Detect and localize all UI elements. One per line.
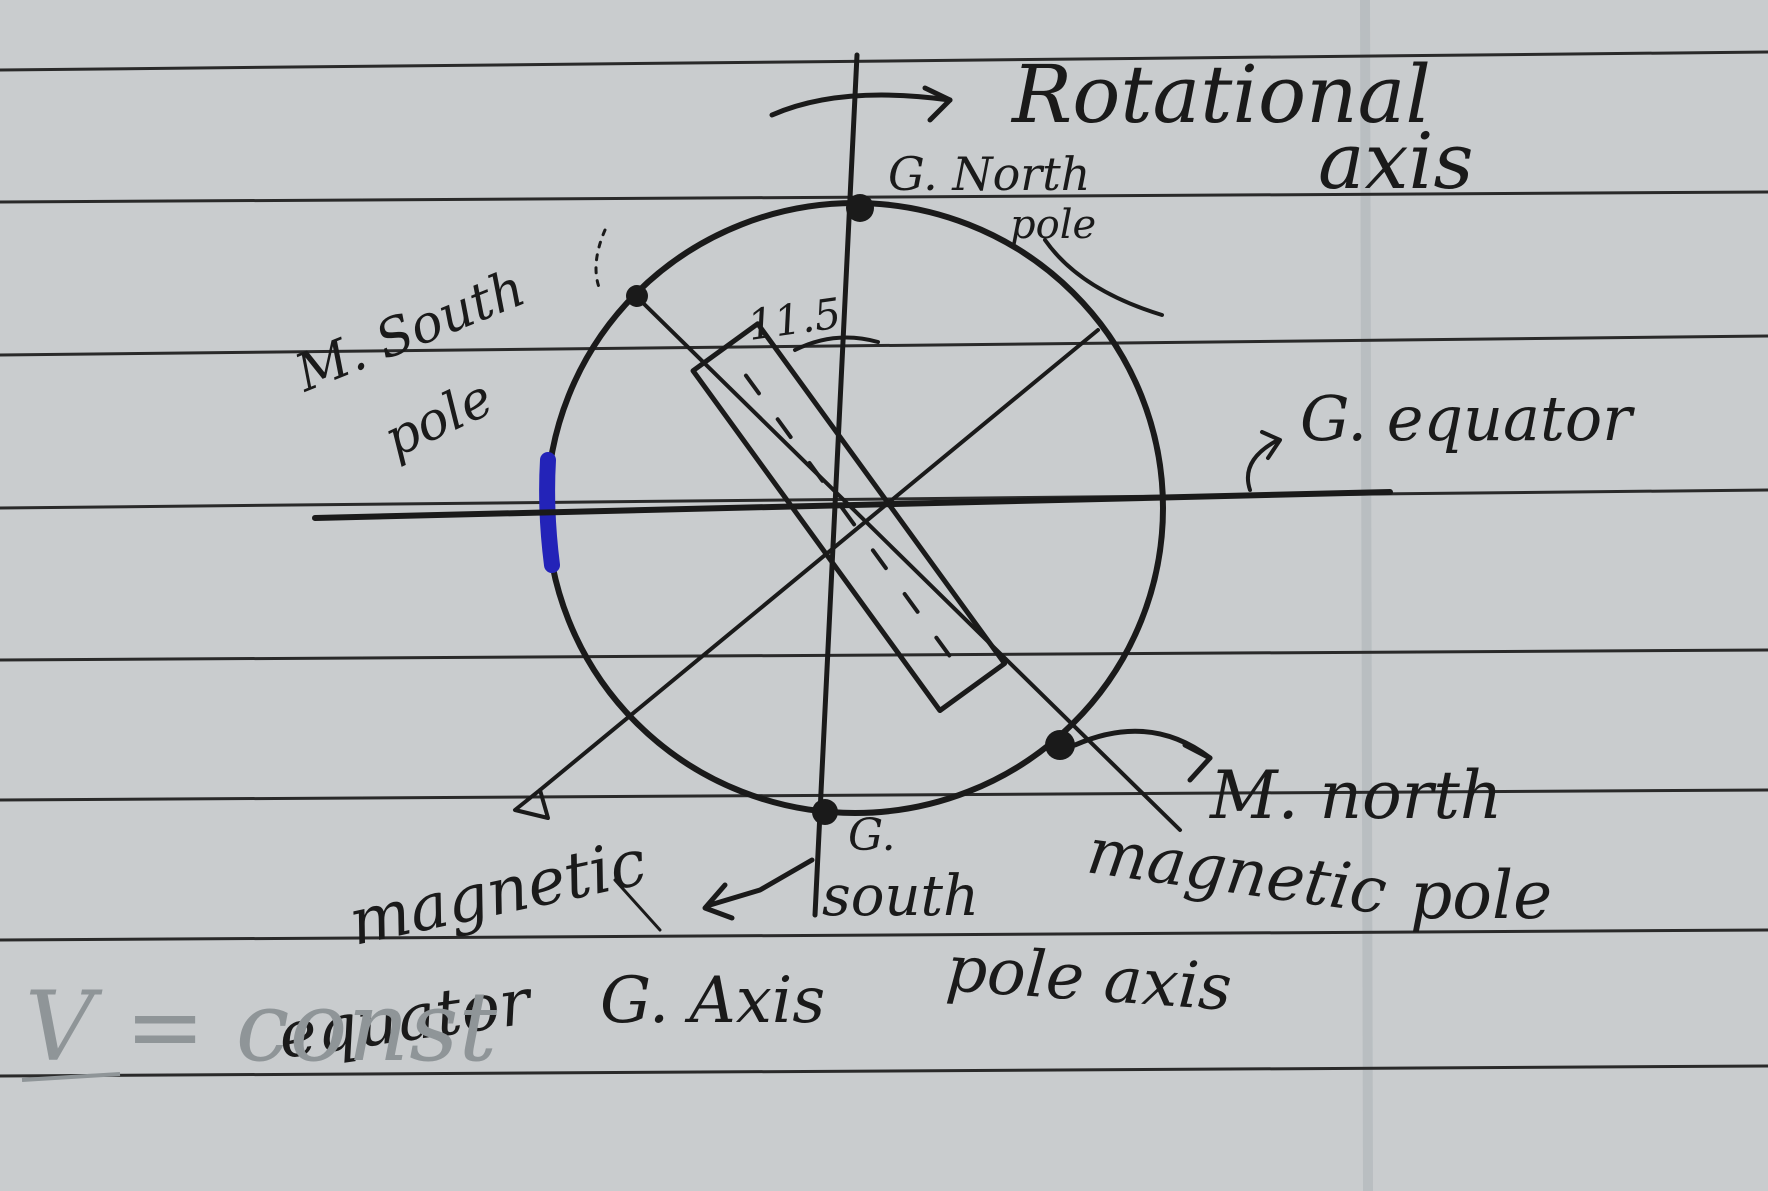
- label-geo-south-1: G.: [848, 810, 896, 861]
- label-geo-south-2: south: [822, 864, 979, 929]
- label-mag-north-pole-1: M. north: [1209, 757, 1502, 834]
- label-bottom-fraction: V = const: [25, 971, 497, 1083]
- label-geo-north-pole-2: pole: [1010, 202, 1096, 248]
- mag-south-pole-dot: [626, 285, 648, 307]
- geo-south-pole-dot: [812, 799, 838, 825]
- geo-north-pole-dot: [846, 194, 874, 222]
- label-geo-equator: G. equator: [1300, 382, 1635, 455]
- label-axis: axis: [1318, 117, 1473, 207]
- label-geo-north-pole-1: G. North: [888, 147, 1090, 201]
- mag-north-pole-dot: [1045, 730, 1075, 760]
- label-mag-north-pole-2: pole: [1410, 857, 1552, 934]
- label-g-axis: G. Axis: [600, 964, 825, 1038]
